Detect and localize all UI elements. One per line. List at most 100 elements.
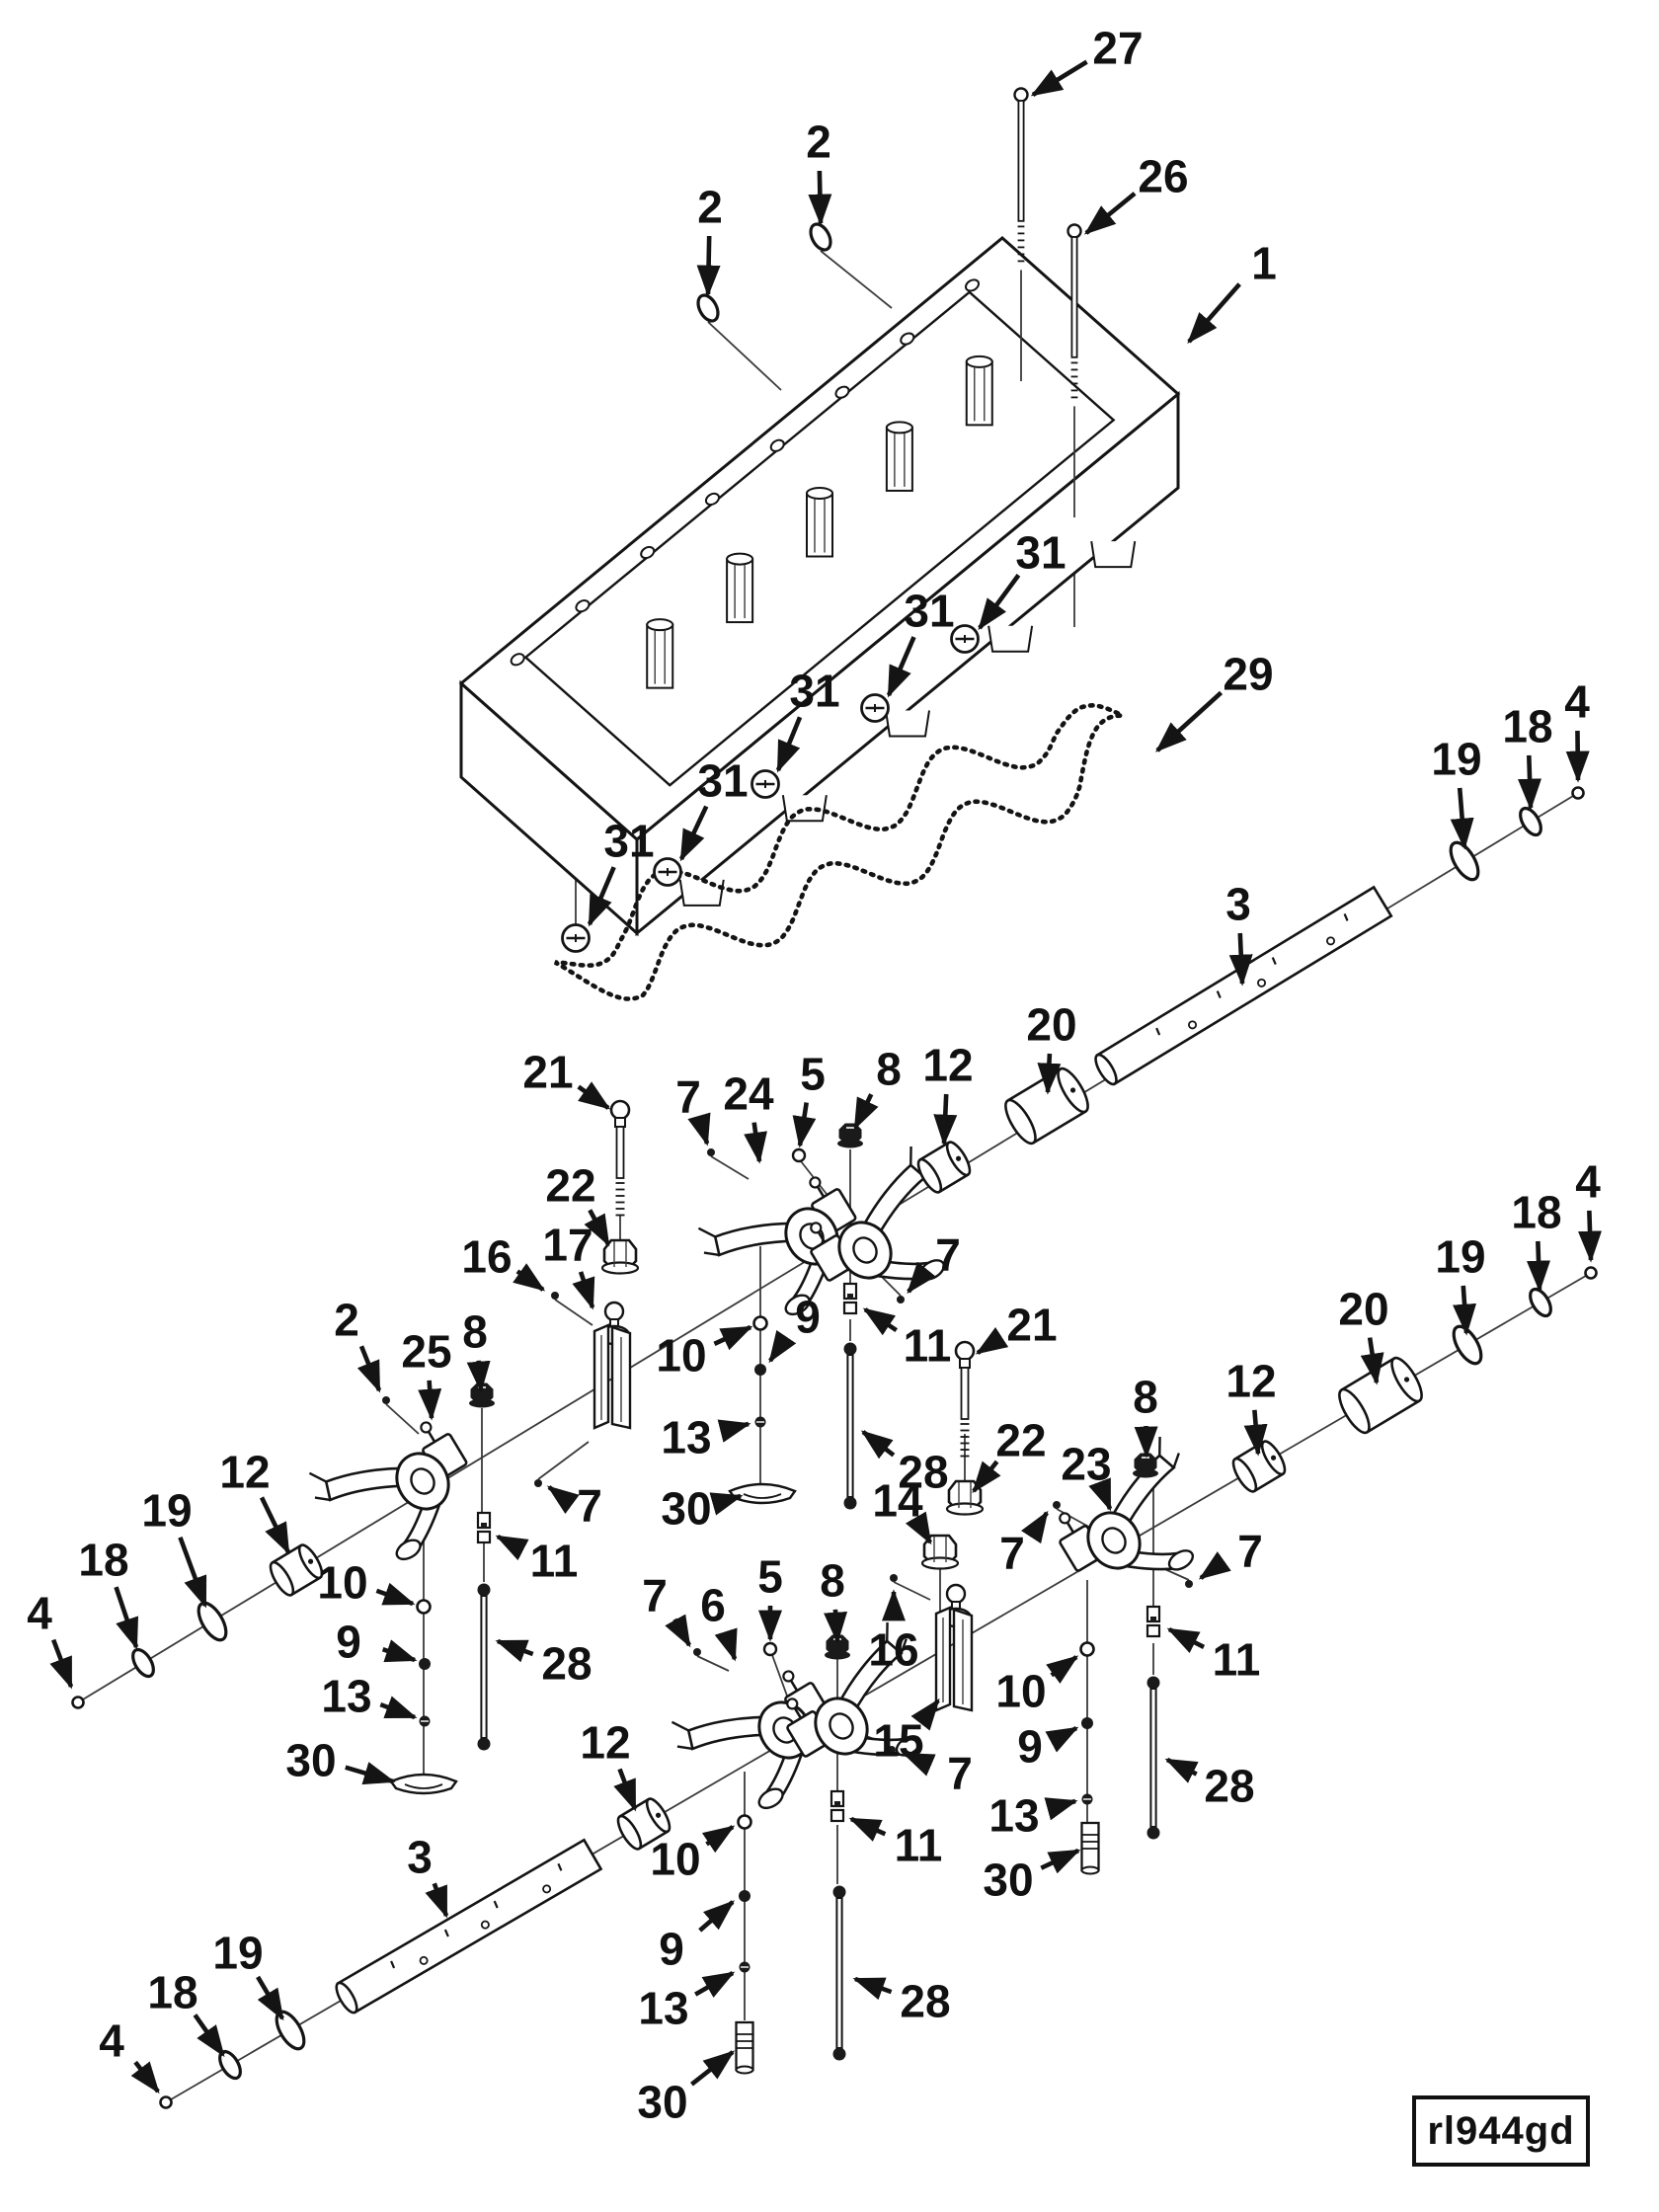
ring-part xyxy=(275,2010,306,2051)
callout-7: 7 xyxy=(642,1570,692,1648)
retainer-ball xyxy=(416,1599,432,1615)
callout-label-24: 24 xyxy=(723,1068,774,1120)
callout-10: 10 xyxy=(650,1825,736,1885)
callout-1: 1 xyxy=(1187,238,1277,345)
callout-label-28: 28 xyxy=(1204,1761,1254,1812)
callout-label-30: 30 xyxy=(661,1483,711,1535)
flange-nut xyxy=(600,1238,640,1275)
callout-21: 21 xyxy=(522,1047,611,1110)
callout-12: 12 xyxy=(922,1040,974,1146)
callout-9: 9 xyxy=(768,1292,821,1364)
callout-label-10: 10 xyxy=(650,1834,700,1885)
pivot-ball-small xyxy=(693,1648,701,1656)
callout-label-9: 9 xyxy=(1017,1721,1043,1773)
o-ring-seal xyxy=(696,293,720,323)
callout-7: 7 xyxy=(902,1748,973,1799)
callout-label-19: 19 xyxy=(1435,1231,1485,1283)
callout-label-16: 16 xyxy=(868,1624,918,1676)
shaft-spacer xyxy=(1338,1356,1423,1435)
callout-label-30: 30 xyxy=(285,1735,336,1786)
callout-11: 11 xyxy=(862,1307,951,1372)
valve-retainer xyxy=(1081,1717,1093,1729)
leader-line xyxy=(893,1581,931,1601)
adjusting-screw xyxy=(830,1789,845,1823)
callout-label-31: 31 xyxy=(904,586,954,637)
valve-retainer xyxy=(754,1364,766,1376)
callout-label-30: 30 xyxy=(983,1855,1033,1906)
callout-13: 13 xyxy=(988,1790,1078,1842)
callout-label-8: 8 xyxy=(820,1555,845,1607)
callout-12: 12 xyxy=(580,1717,638,1812)
callout-17: 17 xyxy=(542,1220,595,1310)
cylinder-head-housing xyxy=(458,236,1181,937)
callout-label-18: 18 xyxy=(78,1535,128,1586)
callout-24: 24 xyxy=(723,1068,774,1164)
callout-31: 31 xyxy=(886,586,955,698)
callout-31: 31 xyxy=(978,527,1066,631)
callout-12: 12 xyxy=(219,1447,291,1555)
callout-19: 19 xyxy=(141,1485,208,1609)
callout-11: 11 xyxy=(495,1534,578,1587)
callout-4: 4 xyxy=(27,1588,74,1690)
valve-retainer xyxy=(739,1890,750,1902)
callout-label-4: 4 xyxy=(1564,676,1590,728)
callout-label-13: 13 xyxy=(988,1790,1039,1842)
adjusting-screw xyxy=(1146,1605,1161,1638)
mounting-stud xyxy=(1013,87,1029,381)
callout-label-20: 20 xyxy=(1338,1284,1388,1335)
callout-30: 30 xyxy=(983,1848,1081,1906)
callout-28: 28 xyxy=(852,1976,951,2027)
leader-line xyxy=(771,1654,789,1699)
callout-label-8: 8 xyxy=(462,1306,488,1358)
figure-code: rl944gd xyxy=(1427,2108,1575,2153)
callout-label-31: 31 xyxy=(1015,527,1066,579)
cover-gasket xyxy=(553,702,1131,1001)
callout-8: 8 xyxy=(820,1555,848,1644)
callout-13: 13 xyxy=(638,1971,736,2034)
callout-3: 3 xyxy=(407,1832,449,1919)
spring-seat xyxy=(728,1482,797,1505)
pivot-ball-small xyxy=(890,1574,898,1582)
callout-18: 18 xyxy=(147,1967,225,2058)
expansion-plug xyxy=(653,857,682,887)
push-rod xyxy=(843,1342,857,1510)
spring-seat xyxy=(389,1773,458,1795)
leader-line xyxy=(710,1155,750,1180)
flange-nut xyxy=(920,1534,960,1570)
callout-30: 30 xyxy=(661,1483,744,1535)
callout-30: 30 xyxy=(285,1735,396,1786)
callout-label-28: 28 xyxy=(898,1447,948,1498)
adjusting-screw xyxy=(476,1511,492,1544)
ring-part xyxy=(1529,1287,1552,1318)
callout-label-9: 9 xyxy=(795,1292,821,1343)
callout-7: 7 xyxy=(675,1071,711,1146)
push-rod xyxy=(1146,1676,1160,1840)
callout-label-7: 7 xyxy=(947,1748,973,1799)
retainer-ball xyxy=(737,1814,752,1830)
pivot-ball-small xyxy=(1185,1580,1193,1588)
expansion-plug xyxy=(750,769,780,799)
callout-label-12: 12 xyxy=(219,1447,270,1498)
callout-label-19: 19 xyxy=(1431,734,1481,785)
callout-label-7: 7 xyxy=(642,1570,668,1621)
callout-label-12: 12 xyxy=(1225,1356,1276,1407)
callout-13: 13 xyxy=(661,1412,751,1463)
callout-label-2: 2 xyxy=(697,182,723,233)
callout-label-30: 30 xyxy=(637,2077,687,2128)
retainer-ball xyxy=(1079,1641,1095,1657)
callout-8: 8 xyxy=(852,1044,902,1131)
callout-26: 26 xyxy=(1083,151,1189,235)
callout-label-18: 18 xyxy=(1511,1187,1561,1238)
callout-9: 9 xyxy=(659,1900,736,1975)
callout-label-28: 28 xyxy=(541,1638,592,1690)
callout-3: 3 xyxy=(1225,879,1253,987)
callout-label-27: 27 xyxy=(1092,23,1143,74)
callout-label-8: 8 xyxy=(876,1044,902,1095)
leader-line xyxy=(696,1655,730,1672)
expansion-plug xyxy=(860,693,890,723)
pivot-ball-small xyxy=(382,1396,390,1404)
callout-11: 11 xyxy=(1166,1626,1260,1686)
callout-label-4: 4 xyxy=(1575,1156,1601,1208)
pedestal-bolt xyxy=(609,1099,631,1217)
